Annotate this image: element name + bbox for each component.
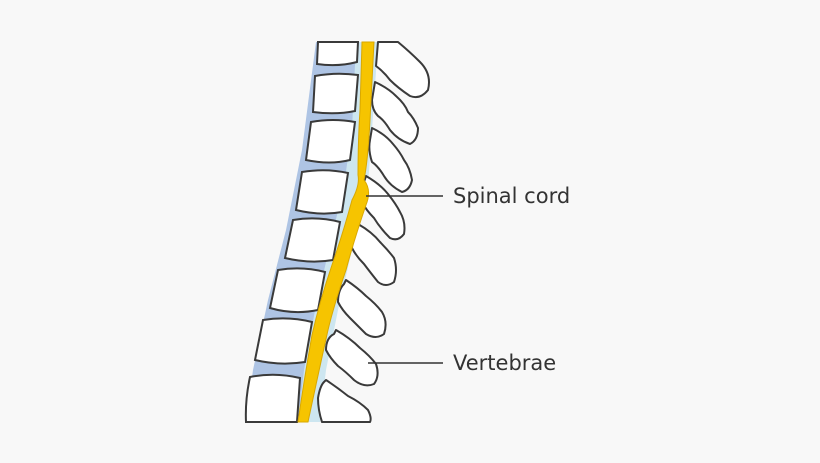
vertebral-process (325, 329, 379, 387)
spinal-cord-label: Spinal cord (453, 184, 570, 208)
vertebral-processes (317, 41, 430, 423)
vertebral-body (304, 119, 357, 164)
vertebral-body (294, 169, 350, 215)
vertebral-body (315, 41, 360, 67)
vertebral-body (283, 217, 342, 263)
vertebral-body (244, 373, 302, 423)
vertebral-process (371, 81, 419, 145)
vertebral-body (311, 72, 360, 115)
vertebral-process (368, 127, 413, 193)
vertebral-bodies (244, 41, 360, 423)
vertebral-body (253, 317, 314, 365)
vertebral-process (337, 279, 387, 338)
vertebral-process (317, 379, 372, 423)
vertebrae-label: Vertebrae (453, 351, 556, 375)
vertebral-process (375, 41, 430, 99)
vertebral-body (268, 267, 327, 314)
